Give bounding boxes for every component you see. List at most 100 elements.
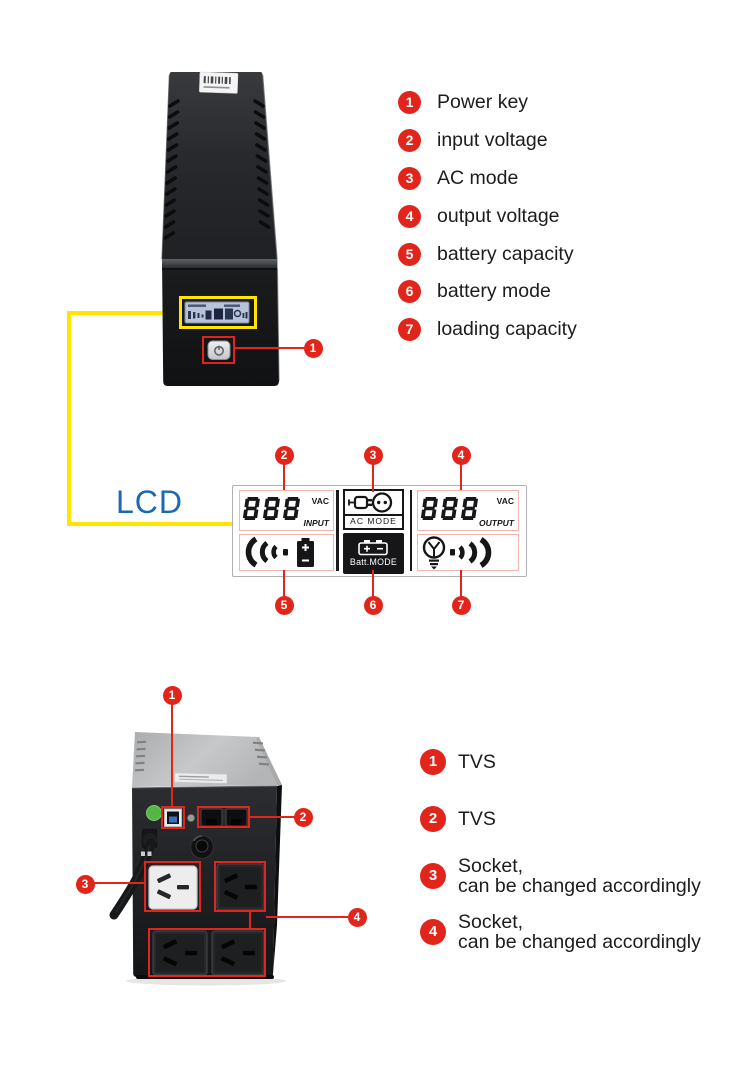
side-vents-right: [253, 99, 271, 229]
socket-boxes-connector: [248, 912, 251, 930]
stem-input: [282, 464, 286, 490]
legend-num-badge: 7: [398, 318, 421, 342]
ups-front-photo: [161, 71, 280, 386]
device-top-surface: [132, 732, 282, 787]
legend-label: battery mode: [437, 280, 551, 303]
callout-line-white-socket: [94, 881, 145, 884]
power-icon: [214, 345, 224, 356]
callout-lcd-7: 7: [451, 595, 471, 615]
black-socket-top[interactable]: [216, 863, 265, 911]
lcd-ac-mode-cell: AC MODE: [343, 489, 404, 530]
lcd-input-value-digits: [242, 497, 301, 520]
legend-item: 6 battery mode: [398, 273, 577, 311]
callout-rear-3: 3: [75, 874, 95, 894]
white-socket-highlight-box: [144, 861, 201, 912]
legend-label: AC mode: [437, 166, 519, 189]
legend-label: loading capacity: [437, 318, 577, 341]
legend-item: 7 loading capacity: [398, 311, 577, 349]
tvs-ports-highlight-box: [197, 806, 250, 828]
barcode-label: [199, 71, 239, 94]
callout-rear-1: 1: [162, 685, 182, 705]
legend-label: Socket,can be changed accordingly: [458, 854, 701, 897]
stem-ac-mode: [371, 464, 375, 492]
power-button[interactable]: [207, 340, 231, 360]
lcd-pointer-line-h2: [67, 522, 232, 526]
lcd-output-value-digits: [420, 497, 479, 520]
lcd-output-cell: VAC OUTPUT: [417, 490, 519, 531]
black-sockets-bottom-highlight-box: [148, 928, 266, 977]
legend-label: Socket,can be changed accordingly: [458, 910, 701, 953]
stem-output: [459, 464, 463, 490]
legend-item: 2 TVS: [420, 806, 496, 832]
stem-load: [459, 570, 463, 596]
top-label: [174, 772, 228, 784]
inlet-label: [141, 851, 152, 856]
legend-item: 5 battery capacity: [398, 235, 577, 273]
callout-lcd-3: 3: [363, 445, 383, 465]
legend-item: 3 AC mode: [398, 160, 577, 198]
legend-item: 1 TVS: [420, 749, 496, 775]
legend-label: TVS: [458, 750, 496, 773]
callout-lcd-6: 6: [363, 595, 383, 615]
legend-num-badge: 4: [398, 204, 421, 228]
callout-lcd-4: 4: [451, 445, 471, 465]
lcd-divider-2: [409, 490, 412, 571]
tvs-rj-ports[interactable]: [200, 808, 248, 827]
device-body: [161, 72, 278, 260]
callout-front-1: 1: [303, 338, 323, 358]
callout-rear-2: 2: [293, 807, 313, 827]
legend-num-badge: 2: [420, 806, 446, 832]
legend-num-badge: 5: [398, 242, 421, 266]
lcd-output-label: OUTPUT: [479, 518, 514, 528]
qc-sticker: [146, 805, 162, 821]
ac-mode-icon: [347, 492, 392, 513]
legend-num-badge: 1: [420, 749, 446, 775]
black-socket-top-highlight-box: [214, 861, 266, 912]
legend-label: output voltage: [437, 204, 560, 227]
callout-rear-4: 4: [347, 907, 367, 927]
callout-line-power-key: [234, 346, 304, 349]
usb-port[interactable]: [164, 808, 182, 827]
ac-mode-label: AC MODE: [345, 514, 402, 528]
stem-battery: [282, 570, 286, 596]
lcd-battery-capacity-cell: [239, 534, 334, 571]
legend-num-badge: 4: [420, 919, 446, 945]
lcd-output-unit: VAC: [496, 496, 514, 506]
callout-line-black-sockets: [266, 915, 348, 918]
legend-num-badge: 2: [398, 129, 421, 153]
lcd-highlight-box: [179, 296, 257, 329]
lcd-display-diagram: VAC INPUT: [232, 485, 527, 577]
loading-capacity-icon: [422, 536, 492, 570]
black-socket-bottom-right[interactable]: [211, 930, 265, 976]
power-key-highlight-box: [202, 336, 235, 364]
batt-mode-icon: [357, 540, 388, 556]
legend-num-badge: 3: [398, 166, 421, 190]
battery-icon: [297, 538, 314, 567]
batt-mode-label: Batt.MODE: [349, 557, 398, 567]
callout-lcd-5: 5: [274, 595, 294, 615]
bulb-icon: [422, 536, 446, 559]
lcd-input-unit: VAC: [311, 496, 329, 506]
legend-label: Power key: [437, 91, 529, 114]
stem-batt-mode: [371, 570, 375, 596]
black-socket-bottom-left[interactable]: [152, 930, 208, 976]
legend-num-badge: 6: [398, 280, 421, 304]
callout-lcd-2: 2: [274, 445, 294, 465]
callout-line-tvs: [250, 815, 295, 818]
lcd-screen: [184, 301, 250, 324]
legend-num-badge: 3: [420, 863, 446, 889]
white-socket[interactable]: [148, 865, 198, 910]
circuit-breaker[interactable]: [189, 834, 215, 860]
legend-label: battery capacity: [437, 242, 574, 265]
power-inlet-cable: [109, 827, 159, 920]
battery-capacity-icon: [245, 536, 314, 568]
legend-item: 3 Socket,can be changed accordingly: [420, 855, 701, 897]
lcd-divider-1: [336, 490, 339, 571]
legend-label: TVS: [458, 807, 496, 830]
lcd-input-label: INPUT: [303, 518, 330, 528]
lcd-pointer-line-h1: [67, 311, 183, 315]
